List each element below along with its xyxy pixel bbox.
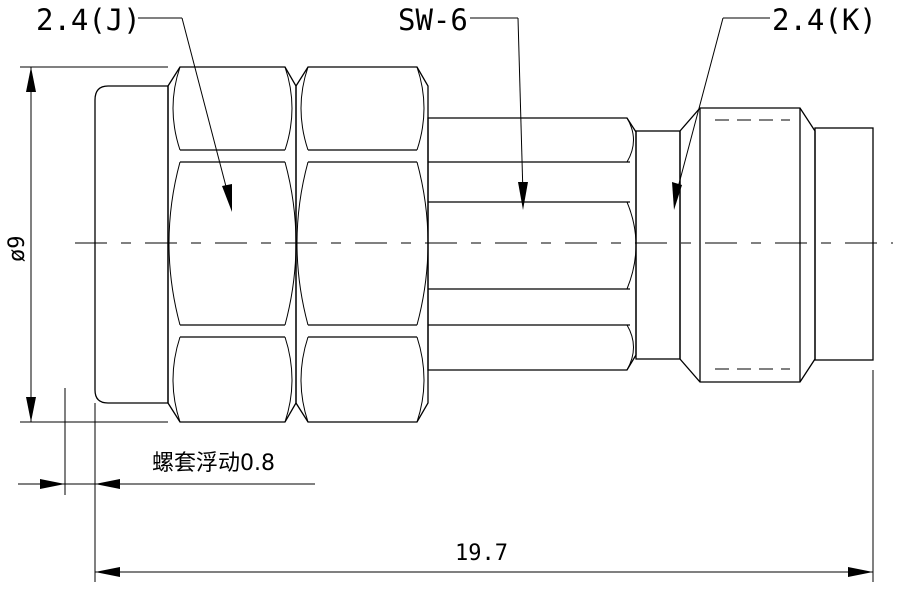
nut-float-dimension [18,388,315,582]
wrench-size-label: SW-6 [398,3,468,37]
end-tube [814,127,874,361]
overall-length-label: 19.7 [455,541,508,566]
right-connector-body [679,107,816,383]
left-connector-label: 2.4(J) [36,3,141,37]
hex-body [427,117,637,371]
hex-nut-left [167,66,297,423]
neck [635,130,681,360]
right-connector-label: 2.4(K) [772,3,877,37]
hex-nut-right [295,66,429,423]
diameter-dimension [20,66,168,423]
leader-left-connector [138,17,232,212]
leader-wrench-size [470,17,528,210]
leader-right-connector [672,17,770,210]
overall-length-dimension [95,370,874,582]
nut-end-cap [94,85,168,404]
nut-float-label: 螺套浮动0.8 [152,451,275,476]
diameter-label: ø9 [5,236,30,263]
